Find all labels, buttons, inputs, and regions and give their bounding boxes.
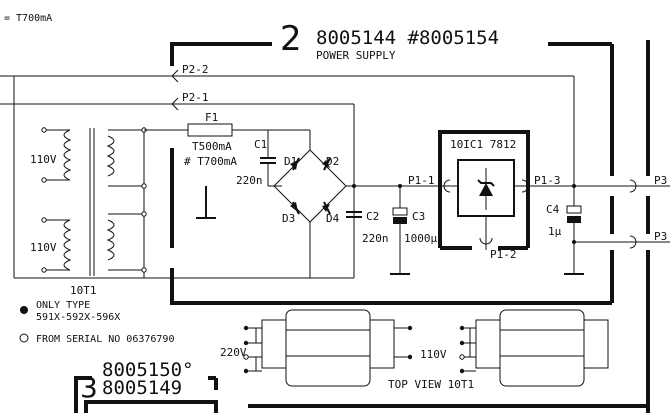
transformer-10t1 — [41, 127, 147, 278]
regulator-10ic1 — [438, 130, 612, 250]
open-dot-icon — [19, 333, 29, 343]
capacitor-c1 — [260, 130, 276, 186]
board-number: 2 — [280, 19, 302, 59]
c4-value: 1μ — [548, 225, 562, 238]
capacitor-c2 — [346, 186, 362, 278]
bridge-rectifier — [268, 129, 440, 278]
filled-dot-icon — [20, 306, 28, 314]
fuse-alt-rating: # T700mA — [184, 155, 237, 168]
plug-p3-bottom-label: P3 — [654, 230, 667, 243]
plug-p2-2-arrow-icon — [171, 69, 179, 83]
plug-p2-1-arrow-icon — [171, 97, 179, 111]
note-only-type: ONLY TYPE — [36, 300, 90, 311]
bottom-board-part-b: 8005149 — [102, 377, 182, 399]
regulator-label: 10IC1 7812 — [450, 138, 516, 151]
c1-value: 220n — [236, 174, 263, 187]
plug-p2-2-label: P2-2 — [182, 63, 209, 76]
top-view-caption: TOP VIEW 10T1 — [388, 378, 474, 391]
plug-p2-1-label: P2-1 — [182, 91, 209, 104]
ground-stub — [196, 186, 216, 219]
transformer-ref: 10T1 — [70, 284, 97, 297]
top-view-transformer-right — [459, 309, 609, 387]
plug-p1-3-label: P1-3 — [534, 174, 561, 187]
fuse-rating: T500mA — [192, 140, 232, 153]
plug-p3-top-label: P3 — [654, 174, 667, 187]
diode-d3-label: D3 — [282, 212, 295, 225]
bottom-board-part-a: 8005150° — [102, 359, 194, 381]
fuse-f1 — [144, 123, 268, 137]
transformer-voltage-bottom: 110V — [30, 241, 57, 254]
c4-ref: C4 — [546, 203, 560, 216]
capacitor-c3 — [390, 186, 410, 275]
bottom-board-number: 3 — [80, 371, 98, 404]
bottom-board-bracket — [74, 376, 218, 413]
plug-p1-1-label: P1-1 — [408, 174, 435, 187]
diode-d4-label: D4 — [326, 212, 340, 225]
capacitor-c4 — [564, 76, 670, 275]
plug-p3-top-icon — [629, 179, 637, 193]
note-types: 591X-592X-596X — [36, 312, 120, 323]
c3-ref: C3 — [412, 210, 425, 223]
board-part-numbers: 8005144 #8005154 — [316, 27, 499, 49]
note-from-serial: FROM SERIAL NO 06376790 — [36, 334, 174, 345]
mains-wiring — [0, 75, 574, 279]
c2-ref: C2 — [366, 210, 379, 223]
c1-ref: C1 — [254, 138, 267, 151]
plug-p1-2-label: P1-2 — [490, 248, 517, 261]
board-title: POWER SUPPLY — [316, 49, 396, 62]
board-outline — [170, 40, 650, 413]
diode-d1-label: D1 — [284, 155, 297, 168]
c2-value: 220n — [362, 232, 389, 245]
top-view-transformer-left — [243, 309, 413, 387]
fuse-ref: F1 — [205, 111, 218, 124]
plug-p3-bottom-icon — [629, 235, 637, 249]
top-fuse-note: = T700mA — [4, 13, 52, 24]
top-view-left-voltage: 220V — [220, 346, 247, 359]
top-view-right-voltage: 110V — [420, 348, 447, 361]
c3-value: 1000μ — [404, 232, 437, 245]
transformer-voltage-top: 110V — [30, 153, 57, 166]
diode-d2-label: D2 — [326, 155, 339, 168]
